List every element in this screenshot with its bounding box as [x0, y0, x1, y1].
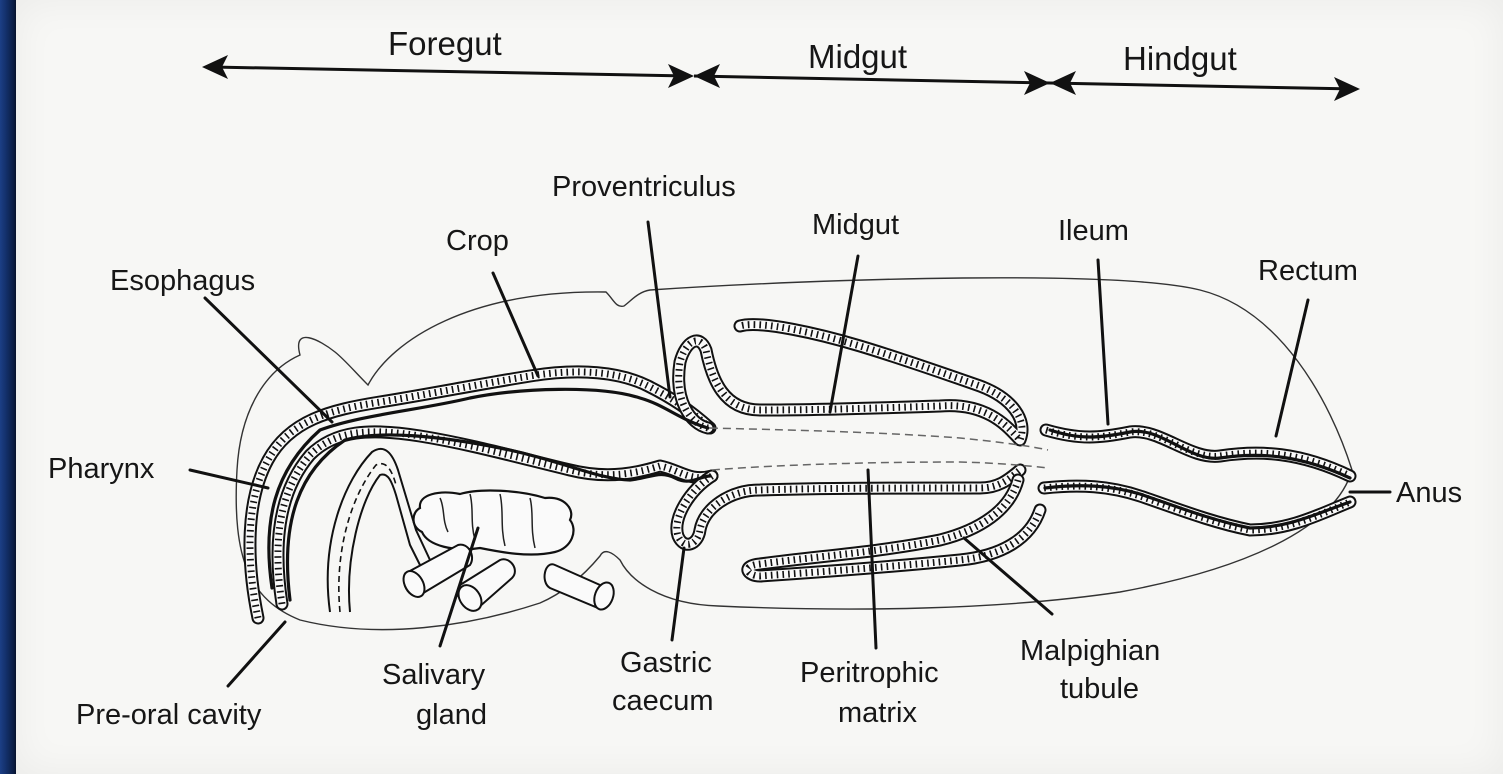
hindgut-arrow: [1050, 83, 1356, 89]
peritrophic-matrix-ventral: [712, 462, 1048, 470]
dorsal-lumen-lining: [269, 389, 708, 588]
region-label-hindgut: Hindgut: [1123, 40, 1237, 77]
label-gastric-caecum-line2: caecum: [612, 685, 714, 717]
label-salivary-gland-line2: gland: [416, 699, 487, 731]
label-pre-oral-cavity: Pre-oral cavity: [76, 699, 262, 731]
leader-proventriculus: [648, 222, 670, 397]
foregut-arrow: [212, 67, 688, 76]
label-peritrophic-matrix-line2: matrix: [838, 697, 917, 729]
label-malpighian-tubule-line2: tubule: [1060, 673, 1139, 705]
leader-esophagus: [205, 298, 332, 422]
leader-peritrophic-matrix: [868, 470, 876, 648]
region-label-foregut: Foregut: [388, 25, 502, 62]
region-label-midgut: Midgut: [808, 38, 907, 75]
leader-crop: [493, 273, 538, 376]
label-malpighian-tubule-line1: Malpighian: [1020, 635, 1160, 667]
label-salivary-gland-line1: Salivary: [382, 659, 486, 691]
leader-pre-oral-cavity: [228, 622, 285, 686]
label-proventriculus: Proventriculus: [552, 171, 736, 203]
label-anus: Anus: [1396, 477, 1462, 509]
peritrophic-matrix-dorsal: [710, 428, 1048, 450]
label-ileum: Ileum: [1058, 215, 1129, 247]
leader-ileum: [1098, 260, 1108, 424]
leader-gastric-caecum: [672, 548, 684, 640]
label-pharynx: Pharynx: [48, 453, 155, 485]
label-midgut: Midgut: [812, 209, 899, 241]
label-rectum: Rectum: [1258, 255, 1358, 287]
label-esophagus: Esophagus: [110, 265, 255, 297]
label-crop: Crop: [446, 225, 509, 257]
label-peritrophic-matrix-line1: Peritrophic: [800, 657, 939, 689]
midgut-arrow: [694, 76, 1050, 83]
label-gastric-caecum-line1: Gastric: [620, 647, 712, 679]
